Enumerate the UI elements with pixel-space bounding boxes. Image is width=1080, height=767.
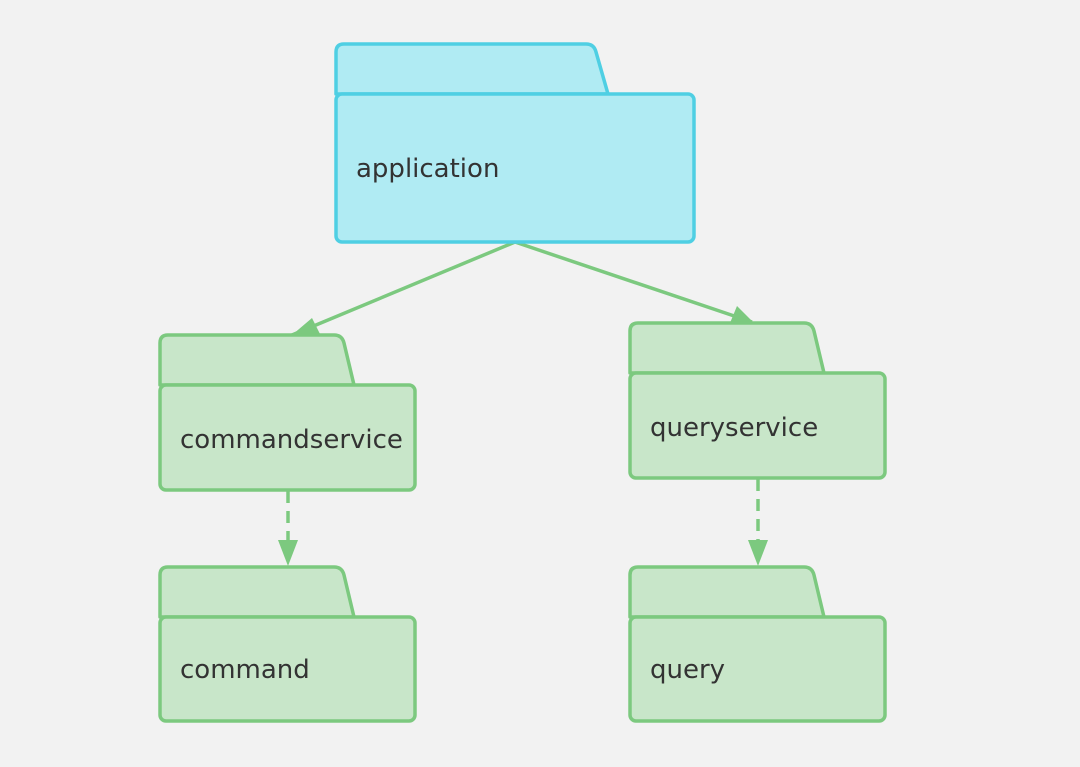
arrowhead-commandservice — [292, 318, 320, 335]
package-body — [628, 615, 887, 723]
connectors — [278, 240, 768, 566]
package-queryservice[interactable]: queryservice — [628, 321, 887, 480]
package-tab — [628, 565, 826, 619]
package-query[interactable]: query — [628, 565, 887, 723]
package-command[interactable]: command — [158, 565, 417, 723]
package-body — [158, 383, 417, 492]
package-label: queryservice — [650, 413, 818, 443]
package-body — [158, 615, 417, 723]
package-tab — [158, 333, 356, 387]
package-commandservice[interactable]: commandservice — [158, 333, 417, 492]
arrowhead-query — [748, 540, 768, 566]
package-body — [628, 371, 887, 480]
connector-application-queryservice — [514, 240, 753, 324]
package-tab — [158, 565, 356, 619]
package-label: commandservice — [180, 425, 403, 455]
package-application[interactable]: application — [334, 42, 696, 244]
package-label: command — [180, 655, 310, 685]
package-body — [334, 92, 696, 244]
connector-application-commandservice — [291, 240, 516, 337]
package-label: query — [650, 655, 725, 685]
package-label: application — [356, 154, 499, 184]
package-tab — [334, 42, 610, 96]
arrowhead-queryservice — [730, 306, 754, 323]
arrowhead-command — [278, 540, 298, 566]
package-tab — [628, 321, 826, 375]
